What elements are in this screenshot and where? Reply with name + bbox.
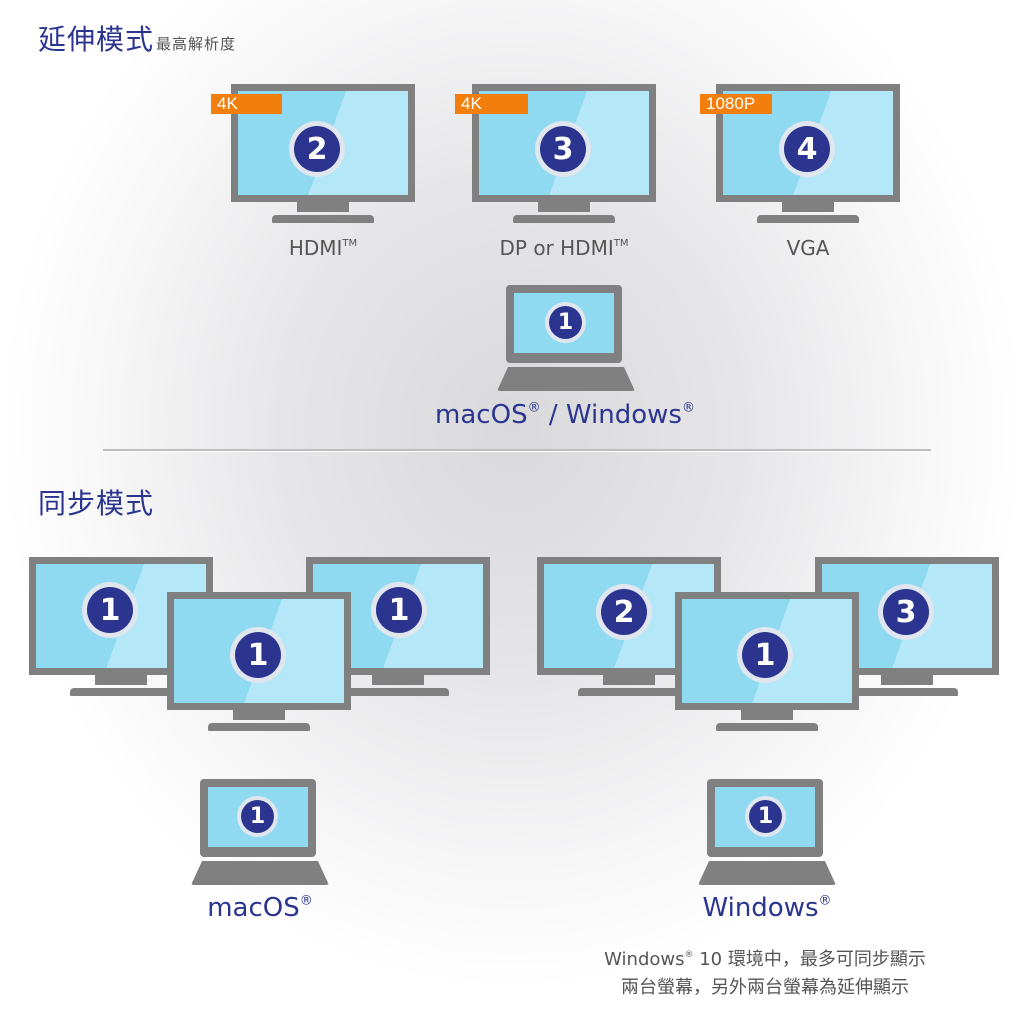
laptop-lid — [707, 779, 823, 857]
monitor-stand — [272, 215, 374, 223]
monitor-neck — [95, 675, 147, 685]
monitor-stand — [578, 688, 718, 696]
monitor-stand — [815, 688, 958, 696]
display-number-badge: 2 — [294, 126, 340, 172]
monitor-stand — [757, 215, 859, 223]
extended-mode-heading: 延伸模式最高解析度 — [38, 18, 236, 58]
display-number-badge: 3 — [883, 589, 929, 635]
os-windows: Windows — [702, 893, 819, 923]
extended-mode-title: 延伸模式 — [38, 23, 155, 56]
monitor-neck — [297, 202, 349, 212]
monitor-mirror-center: 1 — [167, 592, 351, 732]
port-label: VGA — [716, 236, 900, 260]
os-macos: macOS — [435, 400, 528, 430]
display-number-badge: 1 — [742, 632, 788, 678]
monitor-neck — [372, 675, 424, 685]
os-label: Windows® — [667, 893, 867, 923]
registered-mark: ® — [684, 950, 694, 960]
port-name: DP or HDMI — [499, 236, 614, 260]
resolution-tag: 1080P — [700, 94, 772, 114]
laptop-keyboard — [497, 367, 635, 391]
os-label: macOS® — [160, 893, 360, 923]
extended-mode-subtitle: 最高解析度 — [156, 35, 237, 53]
monitor-stand — [513, 215, 615, 223]
monitor-stand — [306, 688, 449, 696]
laptop-windows: 1 — [698, 779, 836, 885]
port-label: HDMITM — [231, 236, 415, 260]
monitor-neck — [538, 202, 590, 212]
port-name: VGA — [786, 236, 830, 260]
display-number-badge: 4 — [784, 126, 830, 172]
display-number-badge: 1 — [87, 587, 133, 633]
monitor-neck — [233, 710, 285, 720]
note-text: 10 環境中，最多可同步顯示 — [693, 949, 926, 971]
section-divider — [103, 449, 931, 452]
display-number-badge: 1 — [749, 800, 782, 833]
registered-mark: ® — [299, 893, 313, 909]
monitor-stand — [208, 723, 310, 731]
display-number-badge: 1 — [241, 800, 274, 833]
note-line-2: 兩台螢幕，另外兩台螢幕為延伸顯示 — [621, 977, 909, 999]
laptop-keyboard — [698, 861, 836, 885]
port-label: DP or HDMITM — [464, 236, 664, 260]
note-line-1: Windows® 10 環境中，最多可同步顯示 — [590, 941, 940, 974]
monitor-stand — [70, 688, 210, 696]
laptop-macos: 1 — [191, 779, 329, 885]
mirror-mode-title: 同步模式 — [38, 487, 155, 520]
display-number-badge: 2 — [601, 589, 647, 635]
laptop-keyboard — [191, 861, 329, 885]
resolution-tag: 4K — [455, 94, 528, 114]
trademark-mark: TM — [342, 238, 358, 249]
display-number-badge: 3 — [540, 126, 586, 172]
resolution-tag: 4K — [211, 94, 282, 114]
laptop-lid — [200, 779, 316, 857]
monitor-neck — [603, 675, 655, 685]
port-name: HDMI — [288, 236, 343, 260]
registered-mark: ® — [818, 893, 832, 909]
laptop-lid — [506, 285, 622, 363]
monitor-neck — [782, 202, 834, 212]
display-number-badge: 1 — [549, 306, 582, 339]
registered-mark: ® — [527, 400, 541, 416]
display-number-badge: 1 — [376, 587, 422, 633]
registered-mark: ® — [681, 400, 695, 416]
laptop-host: 1 — [497, 285, 635, 391]
display-number-badge: 1 — [235, 632, 281, 678]
os-windows: Windows — [565, 400, 682, 430]
windows-note: Windows® 10 環境中，最多可同步顯示 兩台螢幕，另外兩台螢幕為延伸顯示 — [590, 941, 940, 1002]
monitor-3: 3 — [472, 84, 656, 224]
monitor-stand — [716, 723, 818, 731]
os-macos: macOS — [207, 893, 300, 923]
note-windows: Windows — [604, 949, 685, 971]
monitor-neck — [741, 710, 793, 720]
os-label: macOS® / Windows® — [380, 400, 750, 430]
monitor-neck — [881, 675, 933, 685]
os-separator: / — [540, 400, 566, 430]
trademark-mark: TM — [613, 238, 629, 249]
monitor-mirror-center: 1 — [675, 592, 859, 732]
